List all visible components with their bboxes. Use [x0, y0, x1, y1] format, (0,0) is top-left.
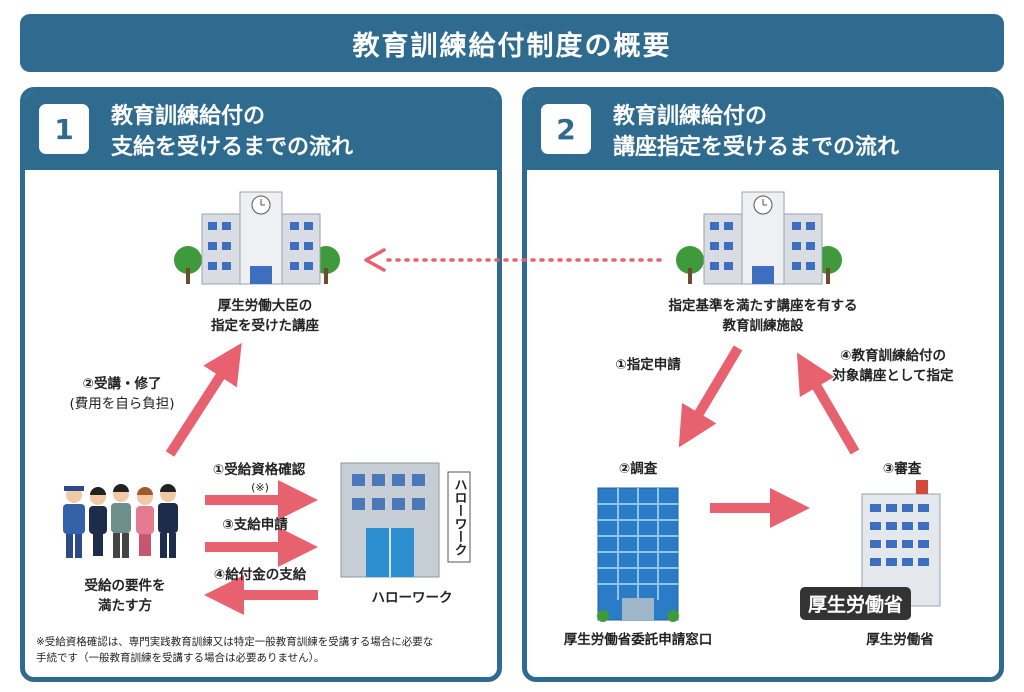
payment-application-label: ③支給申請 [222, 517, 288, 533]
ministry-name-badge: 厚生労働省 [800, 587, 912, 620]
panel-header: 2 教育訓練給付の 講座指定を受けるまでの流れ [527, 92, 999, 170]
label-line1: ②受講・修了 [82, 376, 162, 392]
label-line2: (費用を自ら負担) [69, 396, 175, 412]
ministry-label: 厚生労働省 [866, 632, 934, 648]
designation-application-arrow [678, 345, 743, 448]
panel-benefit-flow: 1 教育訓練給付の 支給を受けるまでの流れ [20, 87, 502, 682]
label-line2: 教育訓練施設 [722, 318, 804, 334]
designated-course-label: 厚生労働大臣の 指定を受けた講座 [185, 296, 345, 336]
panel-header: 1 教育訓練給付の 支給を受けるまでの流れ [25, 92, 497, 170]
training-facility-label: 指定基準を満たす講座を有する 教育訓練施設 [663, 296, 863, 336]
label-line2: 対象講座として指定 [832, 368, 954, 384]
label-line1: 受給の要件を [84, 578, 166, 594]
label-line1: 厚生労働大臣の [217, 298, 313, 314]
hellowork-label: ハローワーク [371, 590, 453, 606]
committee-office-building-icon [597, 487, 679, 622]
attend-course-label: ②受講・修了 (費用を自ら負担) [62, 374, 182, 414]
designation-application-label: ①指定申請 [615, 357, 681, 373]
panel-title: 教育訓練給付の 講座指定を受けるまでの流れ [613, 101, 899, 163]
benefit-payment-label: ④給付金の支給 [213, 567, 307, 583]
page-title: 教育訓練給付制度の概要 [20, 14, 1004, 72]
eligible-people-icon [63, 484, 178, 558]
hellowork-building-icon [340, 462, 471, 578]
panel-title: 教育訓練給付の 支給を受けるまでの流れ [111, 101, 353, 163]
panel-title-line1: 教育訓練給付の [111, 104, 266, 129]
qualification-check-label: ①受給資格確認 [212, 462, 306, 478]
dotted-connector-arrowhead [364, 248, 386, 272]
footnote-line1: ※受給資格確認は、専門実践教育訓練又は特定一般教育訓練を受講する場合に必要な [36, 636, 434, 648]
eligible-people-label: 受給の要件を 満たす方 [55, 576, 195, 616]
footnote-line2: 手続です（一般教育訓練を受講する場合は必要ありません）。 [36, 652, 325, 664]
footnote: ※受給資格確認は、専門実践教育訓練又は特定一般教育訓練を受講する場合に必要な 手… [36, 634, 491, 666]
label-line2: 指定を受けた講座 [211, 318, 319, 334]
designation-result-arrow [796, 352, 860, 455]
investigation-label: ②調査 [618, 461, 658, 477]
step-number-badge: 2 [541, 104, 591, 154]
label-line1: 指定基準を満たす講座を有する [668, 298, 858, 314]
training-facility-icon [676, 191, 842, 285]
hellowork-sign: ハローワーク [452, 478, 468, 556]
designation-result-label: ④教育訓練給付の 対象講座として指定 [808, 346, 978, 386]
panel-title-line2: 支給を受けるまでの流れ [111, 135, 354, 160]
qualification-check-note: (※) [251, 481, 269, 494]
step-number-badge: 1 [39, 104, 89, 154]
review-label: ③審査 [882, 461, 922, 477]
label-line2: 満たす方 [98, 598, 152, 614]
panel-title-line2: 講座指定を受けるまでの流れ [613, 135, 900, 160]
panel-title-line1: 教育訓練給付の [613, 104, 768, 129]
school-building-icon [174, 191, 340, 285]
label-line1: ④教育訓練給付の [840, 348, 946, 364]
attend-course-arrow [165, 342, 242, 457]
committee-office-label: 厚生労働省委託申請窓口 [563, 632, 713, 648]
